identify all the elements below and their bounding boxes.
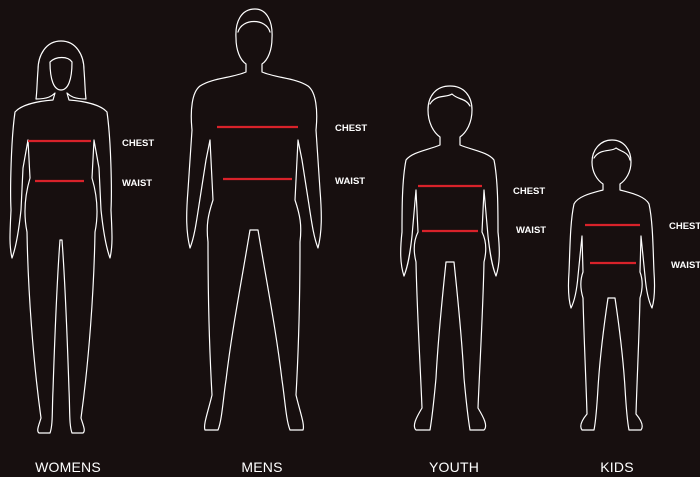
youth-caption: YOUTH: [429, 459, 479, 475]
kids-caption: KIDS: [600, 459, 633, 475]
womens-waist-label: WAIST: [122, 178, 152, 189]
womens-silhouette: [10, 41, 112, 433]
mens-silhouette: [187, 9, 322, 430]
kids-silhouette: [568, 140, 654, 430]
youth-chest-label: CHEST: [513, 186, 545, 197]
kids-hair-outline: [594, 148, 630, 160]
kids-waist-label: WAIST: [671, 260, 700, 271]
kids-figure: CHEST WAIST KIDS: [568, 140, 700, 475]
youth-waist-label: WAIST: [516, 225, 546, 236]
womens-figure: CHEST WAIST WOMENS: [10, 41, 154, 475]
mens-figure: CHEST WAIST MENS: [187, 9, 368, 475]
womens-chest-label: CHEST: [122, 138, 154, 149]
womens-caption: WOMENS: [35, 459, 101, 475]
youth-figure: CHEST WAIST YOUTH: [401, 86, 547, 475]
youth-hair-outline: [430, 94, 470, 106]
womens-face-outline: [50, 58, 72, 91]
mens-hair-outline: [238, 22, 270, 33]
kids-chest-label: CHEST: [669, 221, 700, 232]
youth-silhouette: [401, 86, 500, 430]
mens-waist-label: WAIST: [335, 176, 365, 187]
mens-caption: MENS: [241, 459, 282, 475]
mens-chest-label: CHEST: [335, 123, 367, 134]
